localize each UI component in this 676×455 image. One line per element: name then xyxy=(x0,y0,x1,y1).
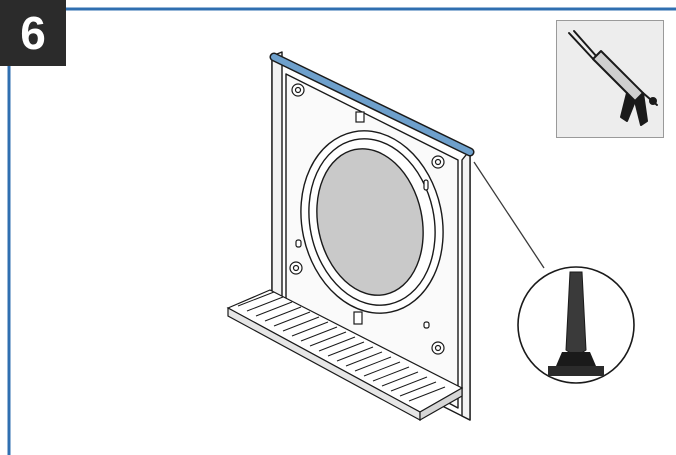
tool-box xyxy=(556,20,664,138)
caulking-gun-icon xyxy=(568,30,658,126)
sealant-bead-line xyxy=(271,54,473,155)
step-number-badge: 6 xyxy=(0,0,66,66)
sealant-bead-detail-icon xyxy=(517,266,635,384)
step-number: 6 xyxy=(20,7,46,59)
grille-slots xyxy=(237,291,446,402)
